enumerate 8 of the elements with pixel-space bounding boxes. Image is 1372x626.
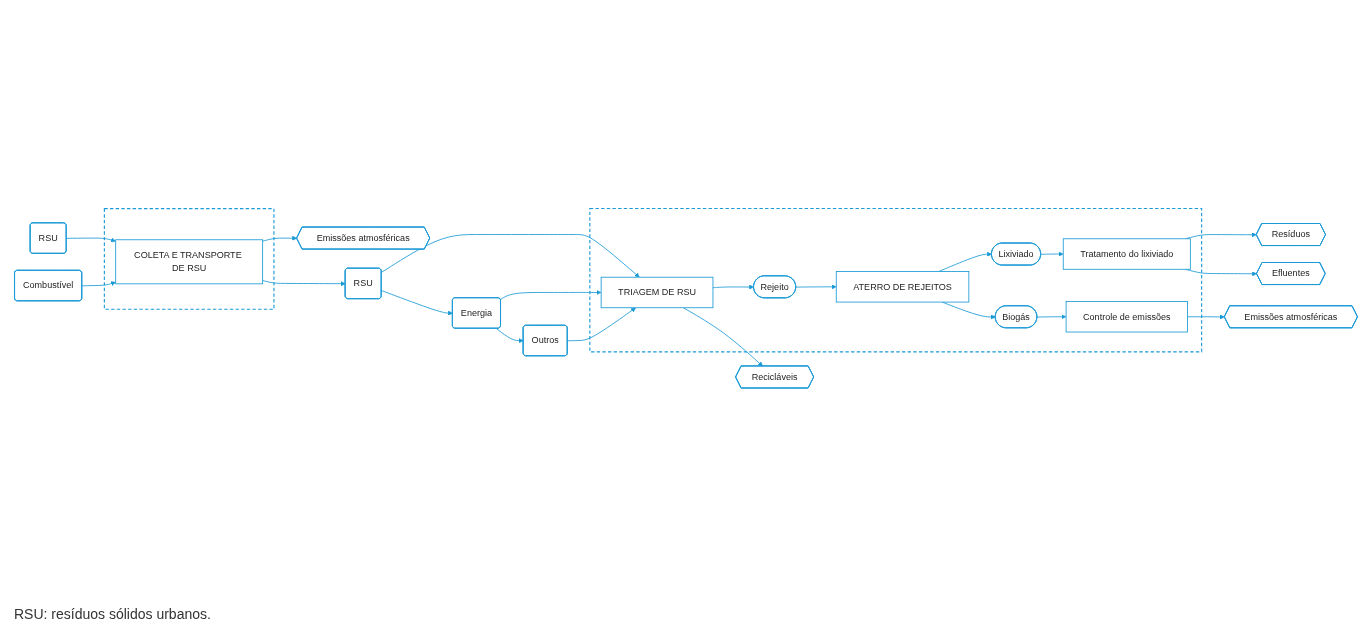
cluster <box>103 207 275 310</box>
cluster <box>589 207 1203 353</box>
node-box: TRIAGEM DE RSU <box>600 276 714 308</box>
footnote: RSU: resíduos sólidos urbanos. <box>14 606 211 622</box>
node-box: Tratamento do lixiviado <box>1062 238 1191 270</box>
node-box: COLETA E TRANSPORTE DE RSU <box>115 239 264 284</box>
node-box: Controle de emissões <box>1065 300 1188 333</box>
node-box: ATERRO DE REJEITOS <box>835 270 970 303</box>
